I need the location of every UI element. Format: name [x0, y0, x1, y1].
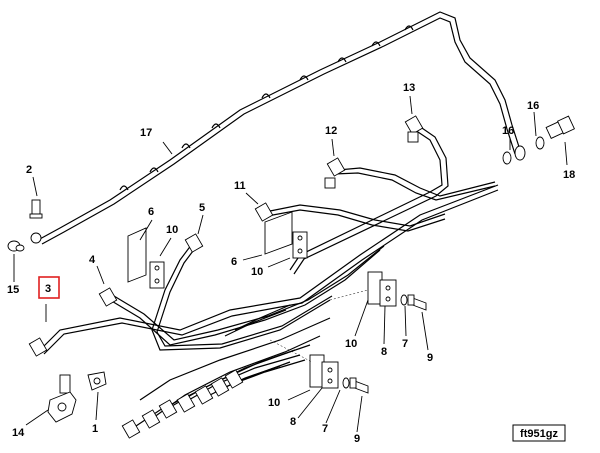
callout-8-right: 8	[381, 346, 387, 358]
callout-9-right: 9	[427, 352, 433, 364]
callout-1: 1	[92, 423, 98, 435]
clip-1	[87, 371, 107, 391]
clamp-assembly-lower	[269, 339, 369, 394]
callout-7-lower: 7	[322, 423, 328, 435]
callout-4: 4	[89, 254, 96, 266]
callout-10-lower: 10	[268, 397, 280, 409]
callout-16-right: 16	[527, 100, 539, 112]
callout-17: 17	[140, 127, 152, 139]
callout-7-right: 7	[402, 338, 408, 350]
leader-lines	[13, 95, 568, 433]
callout-16-left: 16	[502, 125, 514, 137]
callout-6-mid: 6	[231, 256, 237, 268]
callouts: 17 2 3 4 6 10 5 6 10 11 12 13 16 16 18 1…	[7, 82, 575, 445]
figure-code: ft951gz	[512, 424, 566, 442]
callout-13: 13	[403, 82, 415, 94]
callout-2: 2	[26, 164, 32, 176]
callout-9-lower: 9	[354, 433, 360, 445]
line-nuts	[28, 233, 244, 439]
injector-line-bundle	[39, 184, 499, 431]
callout-5: 5	[199, 202, 205, 214]
callout-10-mid: 10	[251, 266, 263, 278]
banjo-bolt-2	[7, 199, 43, 252]
callout-11: 11	[234, 180, 246, 192]
clamp-assembly-right	[329, 271, 427, 311]
callout-10-left: 10	[166, 224, 178, 236]
callout-8-lower: 8	[290, 416, 296, 428]
highlight-box-3	[38, 276, 60, 299]
callout-12: 12	[325, 125, 337, 137]
callout-10-right: 10	[345, 338, 357, 350]
callout-14: 14	[12, 427, 25, 439]
fittings-16-18	[502, 115, 575, 165]
callout-15: 15	[7, 284, 19, 296]
fitting-14	[47, 374, 77, 423]
return-line-17	[37, 11, 521, 245]
clamp-6-10-mid	[264, 211, 308, 259]
callout-18: 18	[563, 169, 575, 181]
figure-code-label: ft951gz	[520, 428, 558, 440]
injector-lines-upper	[254, 115, 496, 275]
callout-6-left: 6	[148, 206, 154, 218]
clamp-6-10-left	[127, 227, 165, 289]
callout-3-highlighted: 3	[45, 283, 51, 295]
